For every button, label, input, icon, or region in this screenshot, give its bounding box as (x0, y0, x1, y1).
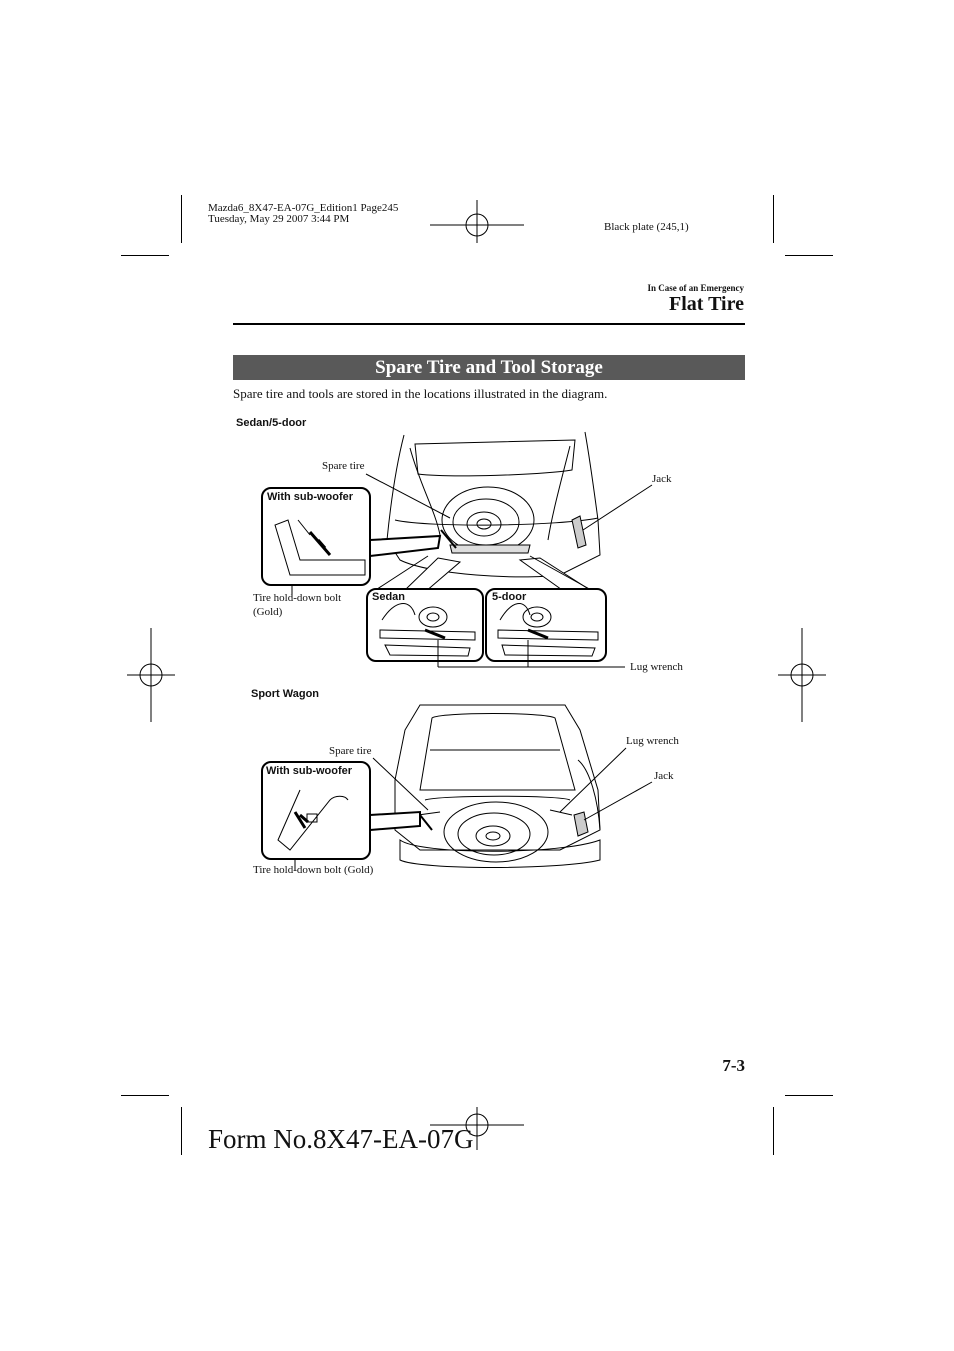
sedan-lug-wrench-label: Lug wrench (630, 661, 683, 673)
print-date-line: Tuesday, May 29 2007 3:44 PM (208, 213, 350, 225)
wagon-lug-wrench-label: Lug wrench (626, 735, 679, 747)
form-number: Form No.8X47-EA-07G (208, 1124, 474, 1154)
wagon-subwoofer-label: With sub-woofer (266, 765, 353, 777)
section-intro: Spare tire and tools are stored in the l… (233, 386, 608, 401)
sedan-bolt-label-line1: Tire hold-down bolt (253, 592, 342, 604)
chapter-label: In Case of an Emergency (647, 283, 745, 293)
sedan-inset-label: Sedan (372, 591, 406, 603)
page-title: Flat Tire (669, 293, 744, 315)
wagon-spare-tire-label: Spare tire (329, 745, 372, 757)
sedan-spare-tire-label: Spare tire (322, 460, 365, 472)
section-title: Spare Tire and Tool Storage (233, 355, 745, 380)
page-number: 7-3 (722, 1056, 745, 1075)
print-file-line: Mazda6_8X47-EA-07G_Edition1 Page245 (208, 202, 399, 214)
five-door-inset-label: 5-door (492, 591, 527, 603)
sedan-bolt-label-line2: (Gold) (253, 606, 283, 618)
header-rule (233, 323, 745, 325)
wagon-bolt-label: Tire hold-down bolt (Gold) (253, 864, 374, 876)
sedan-jack-label: Jack (652, 473, 672, 485)
wagon-figure-heading: Sport Wagon (251, 688, 320, 700)
wagon-jack-label: Jack (654, 770, 674, 782)
sedan-figure-heading: Sedan/5-door (236, 417, 307, 429)
print-plate: Black plate (245,1) (604, 221, 689, 233)
sedan-subwoofer-label: With sub-woofer (267, 491, 354, 503)
